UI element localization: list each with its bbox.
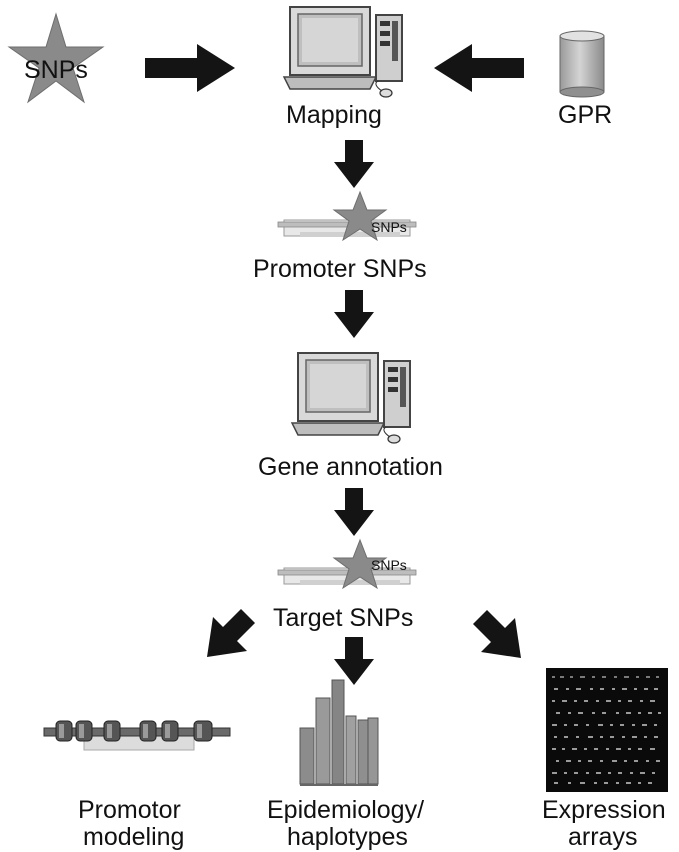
gpr-database-icon: [559, 30, 605, 98]
gene-annotation-label: Gene annotation: [258, 453, 443, 481]
output-label-epidemiology-line1: Epidemiology/: [267, 796, 425, 824]
arrow-down-icon: [334, 290, 374, 338]
arrow-down-icon: [334, 140, 374, 188]
arrow-down-icon: [334, 637, 374, 685]
snps-source-label: SNPs: [24, 56, 88, 84]
microarray-icon: [546, 668, 668, 792]
mapping-label: Mapping: [286, 101, 382, 129]
promoter-model-icon: [43, 720, 231, 751]
output-label-expression-line2: arrays: [568, 823, 638, 851]
arrow-down-right-icon: [473, 610, 521, 658]
promoter-snps-marker: SNPs: [371, 219, 407, 235]
promoter-snps-label: Promoter SNPs: [253, 255, 427, 283]
output-label-epidemiology-line2: haplotypes: [287, 823, 408, 851]
arrow-down-icon: [334, 488, 374, 536]
target-snps-marker: SNPs: [371, 557, 407, 573]
annotation-computer-icon: [290, 352, 411, 444]
output-label-promotor-line2: modeling: [83, 823, 185, 851]
promoter-gene-icon: [277, 190, 417, 242]
arrow-left-icon: [434, 44, 524, 92]
output-label-expression-line1: Expression: [542, 796, 666, 824]
target-snps-label: Target SNPs: [273, 604, 414, 632]
bar-chart-icon: [299, 679, 379, 786]
output-label-promotor-line1: Promotor: [78, 796, 181, 824]
gpr-label: GPR: [558, 101, 613, 129]
snps-star-icon: [7, 12, 105, 104]
arrow-right-icon: [145, 44, 235, 92]
target-gene-icon: [277, 538, 417, 590]
mapping-computer-icon: [282, 6, 403, 98]
arrow-down-left-icon: [207, 609, 255, 657]
